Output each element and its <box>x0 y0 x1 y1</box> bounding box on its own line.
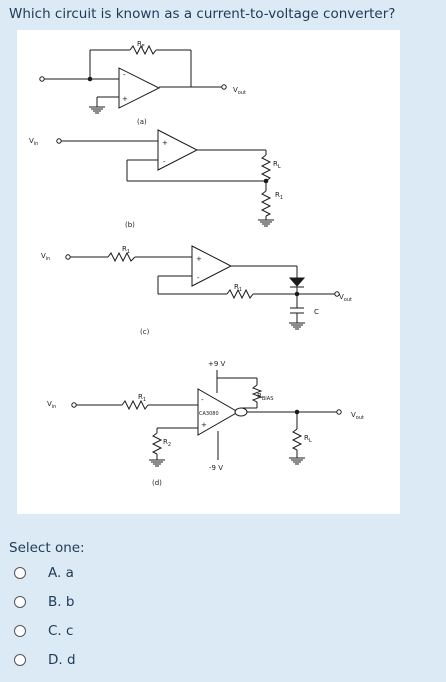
option-b[interactable]: B. b <box>12 591 212 613</box>
radio-button-a[interactable] <box>14 567 26 579</box>
circuit-diagram-figure: RF - + Vout (a) Vin + <box>17 30 400 514</box>
select-one-label: Select one: <box>9 540 85 556</box>
d-chip-label: CA3080 <box>199 411 219 417</box>
c-r1-label: R1 <box>122 245 130 255</box>
d-vout-label: Vout <box>351 411 364 421</box>
a-minus-sign: - <box>123 71 126 79</box>
b-minus-sign: - <box>163 158 166 166</box>
circuit-b: Vin + - RL R1 (b) <box>29 129 283 229</box>
d-rl-label: RL <box>304 434 312 444</box>
d-minus-sign: - <box>201 396 204 404</box>
circuit-d: +9 V RBIAS Vin CA3080 - + <box>47 360 364 487</box>
d-vin-label: Vin <box>47 400 56 410</box>
c-caption: (c) <box>140 328 150 336</box>
option-b-label: B. b <box>48 594 75 610</box>
option-d-label: D. d <box>48 652 76 668</box>
b-plus-sign: + <box>162 139 168 147</box>
c-vin-label: Vin <box>41 252 50 262</box>
circuit-c: Vin R1 + <box>41 245 352 336</box>
a-rf-label: RF <box>137 40 145 50</box>
d-caption: (d) <box>152 479 162 487</box>
c-r1b-label: R1 <box>234 283 242 293</box>
option-c-label: C. c <box>48 623 74 639</box>
a-plus-sign: + <box>122 95 128 103</box>
d-plus9-label: +9 V <box>208 360 226 368</box>
d-rbias-label: RBIAS <box>257 392 273 402</box>
a-vout-label: Vout <box>233 86 246 96</box>
d-r2-label: R2 <box>163 438 171 448</box>
c-plus-sign: + <box>196 255 202 263</box>
option-c[interactable]: C. c <box>12 620 212 642</box>
c-vout-label: Vout <box>339 293 352 303</box>
option-a[interactable]: A. a <box>12 562 212 584</box>
question-text: Which circuit is known as a current-to-v… <box>9 6 396 22</box>
c-minus-sign: - <box>197 274 200 282</box>
b-r1-label: R1 <box>275 191 283 201</box>
circuit-a: RF - + Vout (a) <box>39 40 246 126</box>
a-caption: (a) <box>137 118 147 126</box>
option-d[interactable]: D. d <box>12 649 212 671</box>
radio-button-c[interactable] <box>14 625 26 637</box>
circuit-diagram: RF - + Vout (a) Vin + <box>29 40 364 487</box>
radio-button-d[interactable] <box>14 654 26 666</box>
d-plus-sign: + <box>201 421 207 429</box>
d-r1-label: R1 <box>138 393 146 403</box>
option-a-label: A. a <box>48 565 74 581</box>
b-vin-label: Vin <box>29 137 38 147</box>
b-rl-label: RL <box>273 160 281 170</box>
radio-button-b[interactable] <box>14 596 26 608</box>
d-minus9-label: -9 V <box>209 464 223 472</box>
c-cap-label: C <box>314 308 319 316</box>
b-caption: (b) <box>125 221 135 229</box>
